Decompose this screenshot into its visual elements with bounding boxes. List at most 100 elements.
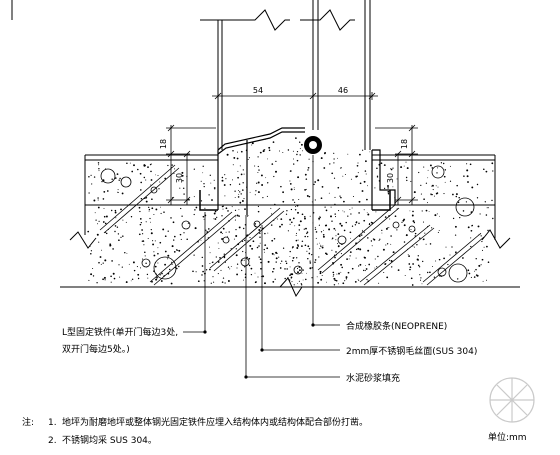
mortar-speck [231, 206, 233, 208]
mortar-speck [209, 262, 211, 265]
mortar-speck [244, 208, 246, 210]
mortar-speck [172, 221, 175, 224]
mortar-speck [152, 240, 154, 242]
mortar-speck [193, 213, 195, 216]
mortar-speck [223, 256, 226, 259]
mortar-speck [348, 258, 350, 260]
mortar-speck [359, 239, 361, 241]
mortar-speck [433, 276, 436, 278]
mortar-speck [243, 279, 244, 281]
mortar-speck [92, 267, 94, 270]
dim-left-lower: 30 [175, 173, 184, 183]
mortar-speck [454, 225, 457, 228]
mortar-speck [436, 213, 438, 215]
mortar-speck [437, 231, 439, 233]
mortar-speck [292, 246, 294, 248]
mortar-speck [418, 237, 421, 239]
mortar-speck [223, 184, 226, 186]
mortar-speck [279, 267, 282, 269]
mortar-speck [167, 230, 169, 232]
mortar-speck [374, 267, 376, 269]
mortar-speck [228, 231, 230, 233]
mortar-speck [406, 167, 409, 170]
mortar-speck [110, 275, 112, 278]
mortar-speck [449, 254, 451, 256]
mortar-speck [364, 270, 366, 272]
mortar-speck [168, 268, 171, 271]
mortar-speck [420, 277, 422, 279]
mortar-speck [314, 199, 316, 201]
mortar-speck [392, 167, 394, 169]
mortar-speck [334, 279, 337, 282]
mortar-speck [137, 277, 140, 280]
mortar-speck [259, 258, 262, 261]
mortar-speck [195, 206, 198, 209]
mortar-speck [331, 238, 333, 240]
mortar-speck [274, 203, 276, 206]
mortar-speck [337, 233, 340, 235]
rebars [99, 164, 485, 286]
mortar-speck [238, 183, 241, 185]
mortar-speck [113, 277, 116, 280]
mortar-speck [105, 215, 108, 218]
mortar-speck [455, 195, 458, 198]
mortar-speck [129, 162, 131, 164]
mortar-speck [314, 259, 317, 261]
mortar-speck [247, 159, 249, 160]
mortar-speck [103, 215, 106, 218]
mortar-speck [238, 215, 240, 217]
mortar-speck [229, 268, 231, 270]
mortar-speck [292, 217, 295, 220]
mortar-speck [125, 281, 128, 284]
mortar-speck [262, 197, 264, 199]
mortar-speck [299, 141, 301, 143]
mortar-speck [93, 176, 96, 178]
mortar-speck [381, 229, 383, 232]
mortar-speck [139, 172, 142, 175]
mortar-speck [298, 229, 300, 231]
mortar-speck [222, 277, 225, 279]
mortar-speck [486, 245, 488, 248]
mortar-speck [139, 218, 142, 220]
mortar-speck [386, 243, 389, 245]
mortar-speck [173, 239, 175, 241]
mortar-speck [263, 248, 265, 251]
mortar-speck [334, 196, 336, 198]
mortar-speck [378, 180, 381, 182]
mortar-speck [208, 194, 210, 196]
mortar-speck [429, 164, 432, 167]
mortar-speck [143, 164, 146, 167]
mortar-speck [187, 222, 189, 224]
mortar-speck [270, 224, 273, 226]
mortar-speck [157, 262, 159, 264]
mortar-speck [396, 178, 398, 180]
mortar-speck [232, 149, 234, 152]
mortar-speck [296, 257, 298, 259]
mortar-speck [315, 231, 318, 233]
mortar-speck [247, 215, 249, 216]
mortar-speck [341, 266, 343, 269]
mortar-speck [265, 177, 267, 179]
mortar-speck [492, 170, 494, 172]
mortar-speck [298, 224, 301, 226]
mortar-speck [354, 281, 357, 283]
mortar-speck [405, 161, 407, 163]
mortar-speck [476, 274, 479, 277]
mortar-speck [180, 238, 182, 240]
mortar-speck [274, 278, 276, 280]
mortar-speck [422, 260, 424, 263]
mortar-speck [147, 277, 149, 279]
mortar-speck [336, 243, 339, 245]
mortar-speck [417, 264, 420, 267]
mortar-speck [323, 229, 325, 231]
mortar-speck [387, 187, 389, 189]
mortar-speck [390, 235, 392, 237]
mortar-speck [195, 271, 197, 273]
mortar-speck [105, 232, 108, 235]
mortar-speck [366, 211, 368, 213]
mortar-speck [290, 277, 292, 279]
mortar-speck [336, 273, 338, 275]
mortar-speck [102, 221, 105, 223]
mortar-speck [429, 243, 432, 245]
mortar-speck [354, 224, 357, 226]
